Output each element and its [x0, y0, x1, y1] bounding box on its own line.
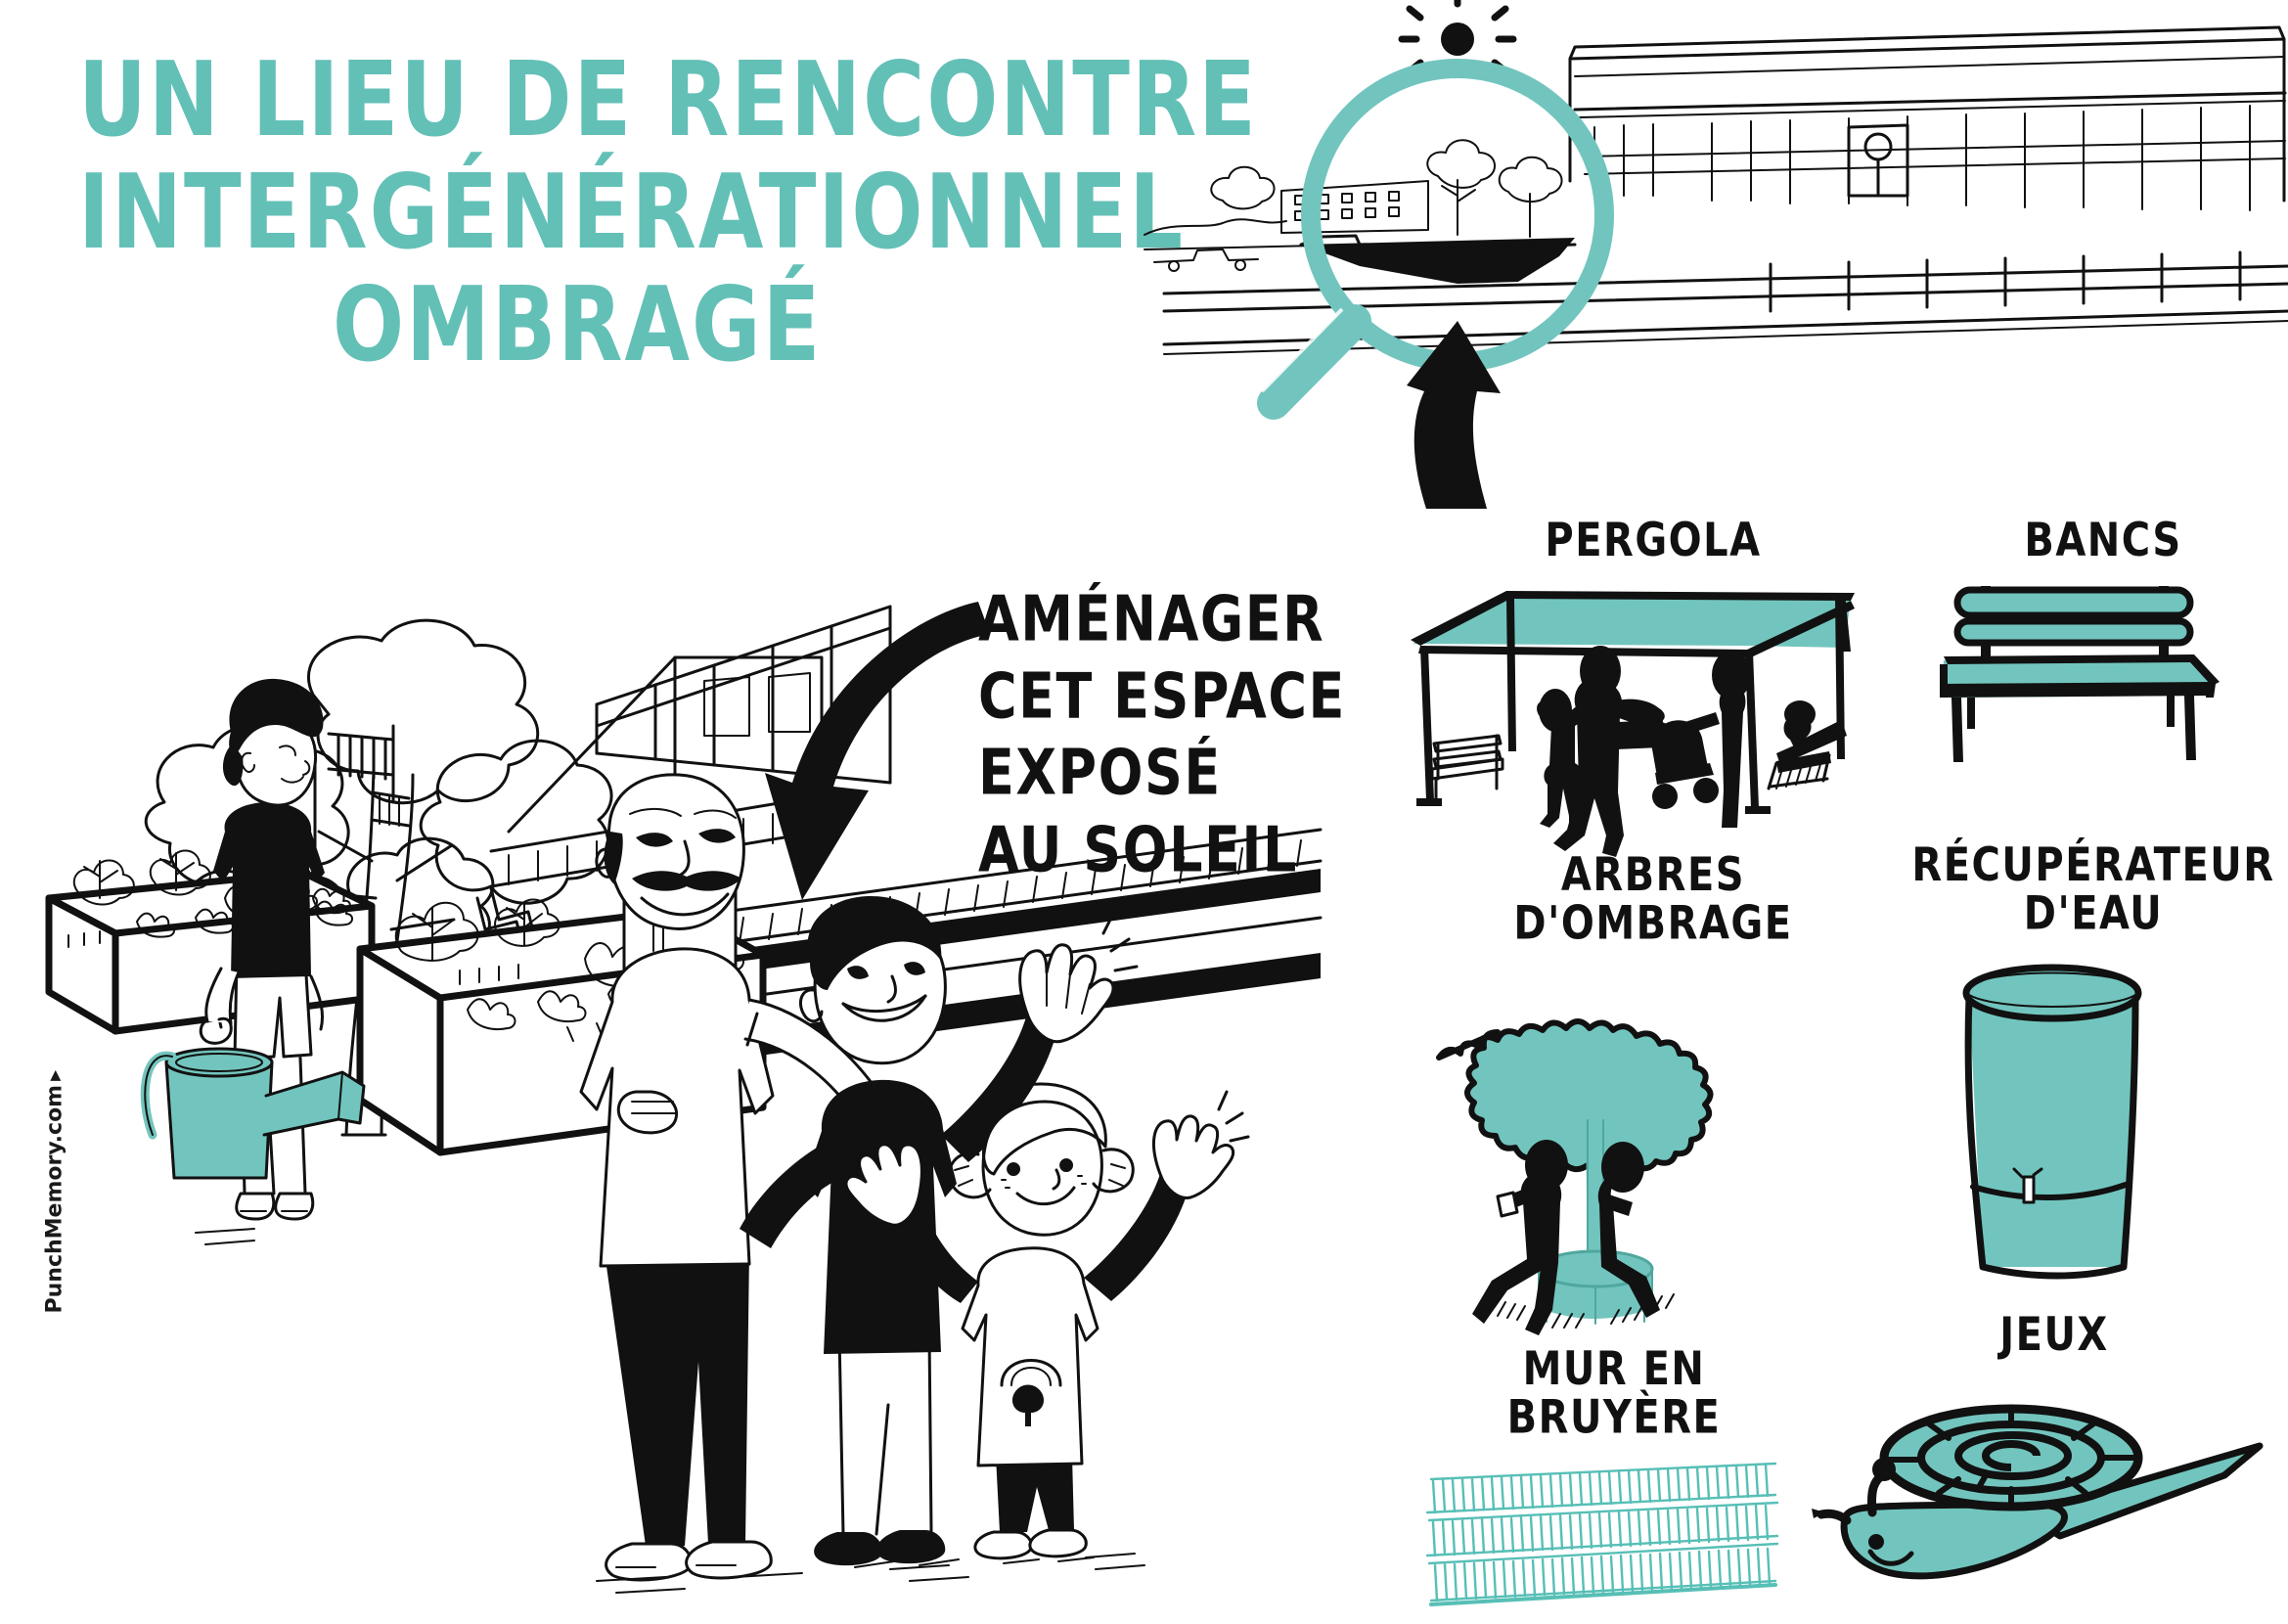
- mur-label-line-1: MUR EN: [1522, 1342, 1706, 1396]
- callout-line-3: EXPOSÉ: [978, 736, 1222, 809]
- small-fence: [313, 724, 411, 853]
- woman-with-watering-can: [140, 678, 366, 1221]
- girl-waving: [835, 1082, 1250, 1564]
- pergola-label: PERGOLA: [1545, 514, 1762, 567]
- mur-label-line-2: BRUYÈRE: [1506, 1391, 1722, 1445]
- bancs-label: BANCS: [2024, 514, 2182, 567]
- pergola-illustration: [1409, 577, 1878, 857]
- jeux-label: JEUX: [1999, 1308, 2109, 1362]
- shade-tree-illustration: [1423, 964, 1815, 1335]
- boy-waving: [740, 896, 1139, 1568]
- title-line-3: OMBRAGÉ: [333, 265, 823, 385]
- arbres-label: ARBRES D'OMBRAGE: [1497, 851, 1810, 948]
- pergola-bench: [1430, 734, 1504, 800]
- pencil-icon: ▸: [42, 1069, 67, 1081]
- grandfather-with-sign: [579, 773, 894, 1582]
- community-hall-building: [1568, 25, 2287, 211]
- snail-playground-illustration: [1812, 1399, 2264, 1624]
- heather-wall-illustration: [1423, 1458, 1795, 1624]
- mur-label: MUR EN BRUYÈRE: [1467, 1345, 1761, 1442]
- callout-line-2: CET ESPACE: [978, 658, 1346, 733]
- watering-can-icon: [140, 1047, 366, 1180]
- callout-text: AMÉNAGER CET ESPACE EXPOSÉ AU SOLEIL: [978, 582, 1350, 895]
- seated-silhouettes: [1472, 1140, 1660, 1335]
- recuperateur-label: RÉCUPÉRATEUR D'EAU: [1888, 841, 2288, 938]
- arrow-down-to-scene: [685, 577, 998, 969]
- recuperateur-label-line-1: RÉCUPÉRATEUR: [1911, 838, 2275, 892]
- title-line-2: INTERGÉNÉRATIONNEL: [78, 153, 1186, 273]
- arrow-up-to-site: [1407, 321, 1501, 509]
- pergola-people-silhouettes: [1537, 646, 1847, 857]
- page-title: UN LIEU DE RENCONTRE INTERGÉNÉRATIONNEL …: [78, 40, 1258, 377]
- callout-line-1: AMÉNAGER: [978, 582, 1325, 655]
- arbres-label-line-1: ARBRES: [1560, 848, 1746, 902]
- ground-shadows: [195, 1228, 1145, 1594]
- community-garden-scene: [45, 509, 1323, 1618]
- watermark-text: PunchMemory.com: [42, 1084, 67, 1314]
- water-butt-illustration: [1961, 964, 2216, 1306]
- arbres-label-line-2: D'OMBRAGE: [1513, 897, 1793, 951]
- title-line-1: UN LIEU DE RENCONTRE: [78, 40, 1258, 160]
- site-photo-illustration: [1144, 0, 2288, 509]
- watermark: PunchMemory.com ▸: [43, 1040, 67, 1314]
- distant-park-sketch: [1144, 139, 1577, 284]
- recuperateur-label-line-2: D'EAU: [2023, 887, 2164, 941]
- bench-illustration: [1932, 582, 2265, 768]
